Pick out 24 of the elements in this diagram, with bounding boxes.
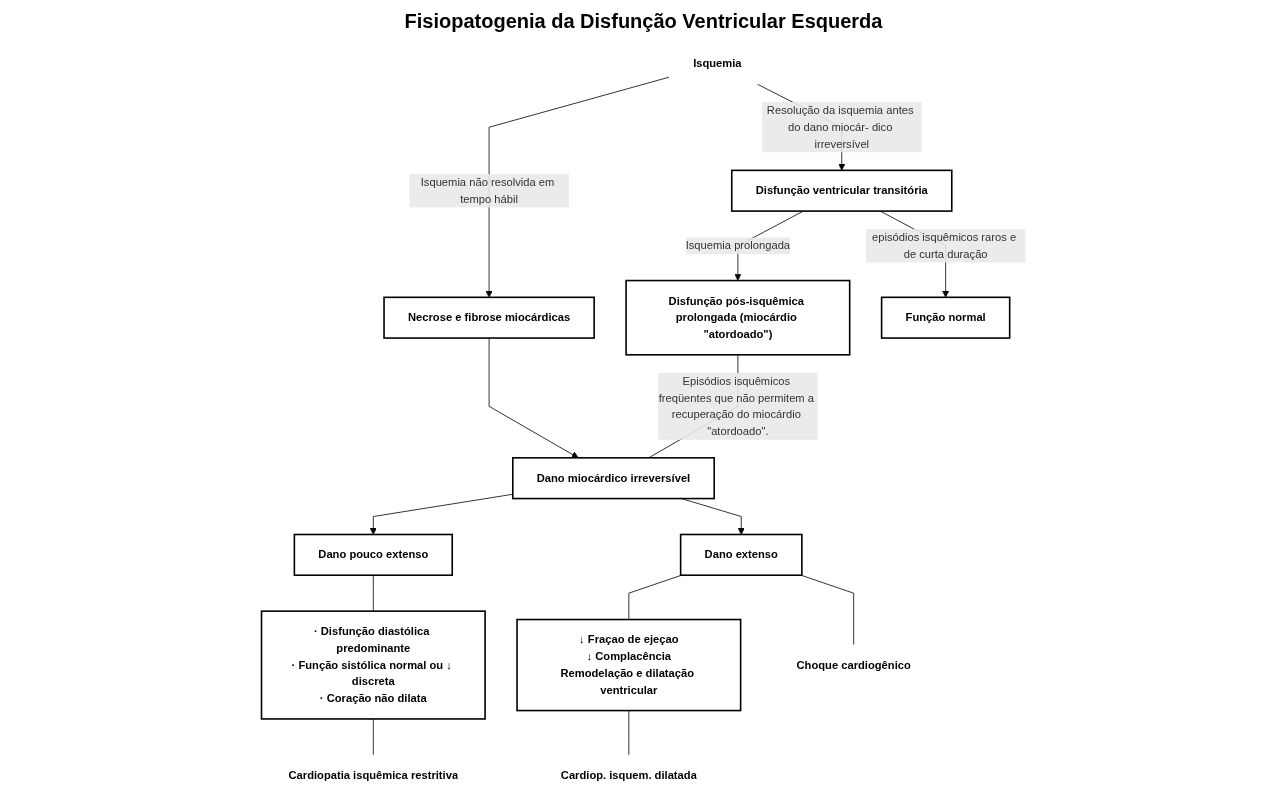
edge-label: Isquemia prolongada [685, 239, 791, 252]
connector [628, 574, 682, 620]
node-text: Choque cardiogênico [796, 658, 911, 672]
node-text: Cardiop. isquem. dilatada [560, 768, 697, 782]
node-text: Isquemia [693, 56, 742, 70]
node-box: Função normal [880, 296, 1011, 339]
node-box: Disfunção ventricular transitória [730, 169, 953, 212]
node-box: ↓ Fraçao de ejeçao ↓ Complacência Remodelação e dilatação ventricular [516, 618, 742, 712]
diagram-title: Fisiopatogenia da Disfunção Ventricular Esquerda [404, 10, 883, 33]
connector [800, 574, 855, 646]
node-box: Dano extenso [679, 533, 803, 576]
node-box: · Disfunção diastólica predominante · Função sistólica normal ou ↓ discreta · Coração não dilata [260, 610, 486, 720]
edge-label: Isquemia não resolvida em tempo hábil [420, 175, 555, 206]
connector [372, 718, 374, 756]
edge-label: Resolução da isquemia antes do dano miocár- dico irreversível [766, 103, 914, 150]
connector [372, 574, 374, 612]
edge-label: episódios isquêmicos raros e de curta duração [872, 230, 1017, 261]
node-box: Disfunção pós-isquêmica prolongada (miocárdio "atordoado") [625, 279, 851, 356]
node-box: Necrose e fibrose miocárdicas [383, 296, 595, 339]
connector [628, 710, 630, 756]
edge-label: Episódios isquêmicos freqüentes que não permitem a recuperação do miocárdio "atordoado". [658, 374, 815, 438]
node-box: Dano miocárdico irreversível [512, 457, 715, 500]
node-box: Dano pouco extenso [293, 533, 454, 576]
node-text: Cardiopatia isquêmica restritiva [288, 768, 459, 782]
